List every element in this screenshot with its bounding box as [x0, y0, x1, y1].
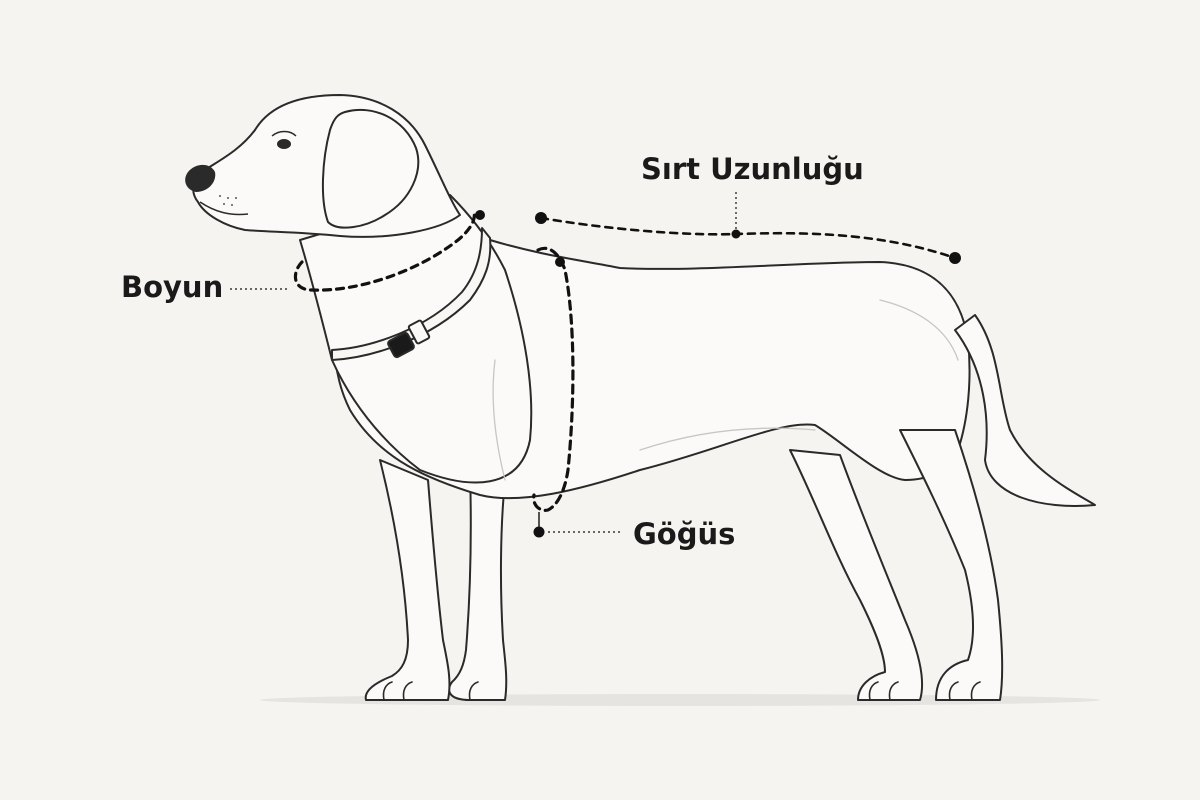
- back-length-label: Sırt Uzunluğu: [641, 152, 864, 186]
- back-length-measurement: [539, 216, 957, 260]
- far-hind-leg: [789, 449, 923, 701]
- far-front-leg: [448, 469, 508, 701]
- near-hind-leg: [899, 429, 1004, 701]
- neck-measurement: [293, 210, 476, 292]
- collar-buckle: [387, 331, 415, 359]
- neck-label: Boyun: [121, 270, 224, 304]
- nose-icon: [185, 164, 216, 192]
- collar-keeper: [407, 319, 431, 345]
- near-front-leg: [364, 459, 451, 701]
- eye-icon: [277, 139, 291, 149]
- mouth-line: [199, 201, 249, 216]
- dog-tail: [954, 314, 1096, 507]
- dog-ear: [321, 108, 420, 229]
- chest-label: Göğüs: [633, 517, 736, 551]
